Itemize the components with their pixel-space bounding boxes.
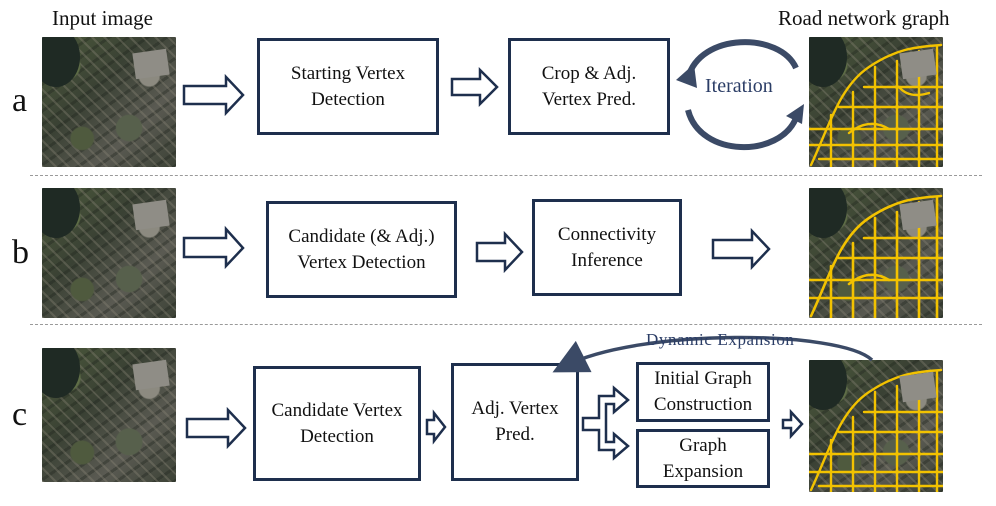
box-line: Vertex Detection [297, 251, 426, 273]
road-graph-image-c [809, 360, 943, 492]
box-line: Vertex Pred. [542, 88, 636, 110]
box-line: Detection [311, 88, 385, 110]
candidate-adj-vertex-detection-box: Candidate (& Adj.) Vertex Detection [266, 201, 457, 298]
arrow-right [475, 230, 524, 274]
box-line: Starting Vertex [290, 62, 406, 84]
arrow-right [182, 225, 245, 270]
row-a-label: a [12, 82, 28, 119]
box-line: Crop & Adj. [541, 62, 637, 84]
arrow-right [711, 227, 771, 271]
box-line: Graph [679, 434, 727, 456]
iteration-upper-arrowhead [676, 64, 697, 88]
iteration-lower-arc [685, 109, 799, 150]
separator-bc [30, 324, 982, 325]
separator-ab [30, 175, 982, 176]
box-line: Pred. [495, 424, 535, 445]
row-c-label: c [12, 396, 28, 433]
input-satellite-image-b [42, 188, 176, 318]
arrow-right [425, 409, 447, 445]
box-line: Construction [653, 394, 753, 415]
iteration-lower-arrowhead [786, 104, 804, 124]
box-line: Initial Graph [654, 368, 752, 389]
box-line: Detection [300, 425, 374, 447]
row-b-label: b [12, 234, 29, 271]
box-line: Candidate (& Adj.) [288, 225, 435, 247]
arrow-right [781, 408, 804, 440]
box-line: Candidate Vertex [271, 399, 403, 421]
arrow-right [450, 66, 499, 108]
box-line: Expansion [662, 460, 744, 482]
iteration-label: Iteration [705, 75, 773, 97]
road-overlay-a [809, 43, 943, 167]
crop-adj-vertex-pred-box: Crop & Adj. Vertex Pred. [508, 38, 670, 135]
input-satellite-image-c [42, 348, 176, 482]
iteration-upper-arc [685, 39, 799, 79]
box-line: Adj. Vertex [471, 398, 559, 419]
road-graph-image-b [809, 188, 943, 318]
input-satellite-image-a [42, 37, 176, 167]
road-graph-header: Road network graph [778, 6, 950, 30]
arrow-right [182, 73, 245, 117]
dynamic-expansion-arrow [552, 335, 874, 373]
input-image-header: Input image [52, 6, 153, 30]
box-line: Inference [571, 249, 643, 271]
arrow-right [185, 406, 247, 450]
box-line: Connectivity [557, 223, 657, 245]
road-graph-image-a [809, 37, 943, 167]
dynamic-expansion-label: Dynamic Expansion [646, 330, 795, 349]
fork-connector [581, 385, 630, 461]
